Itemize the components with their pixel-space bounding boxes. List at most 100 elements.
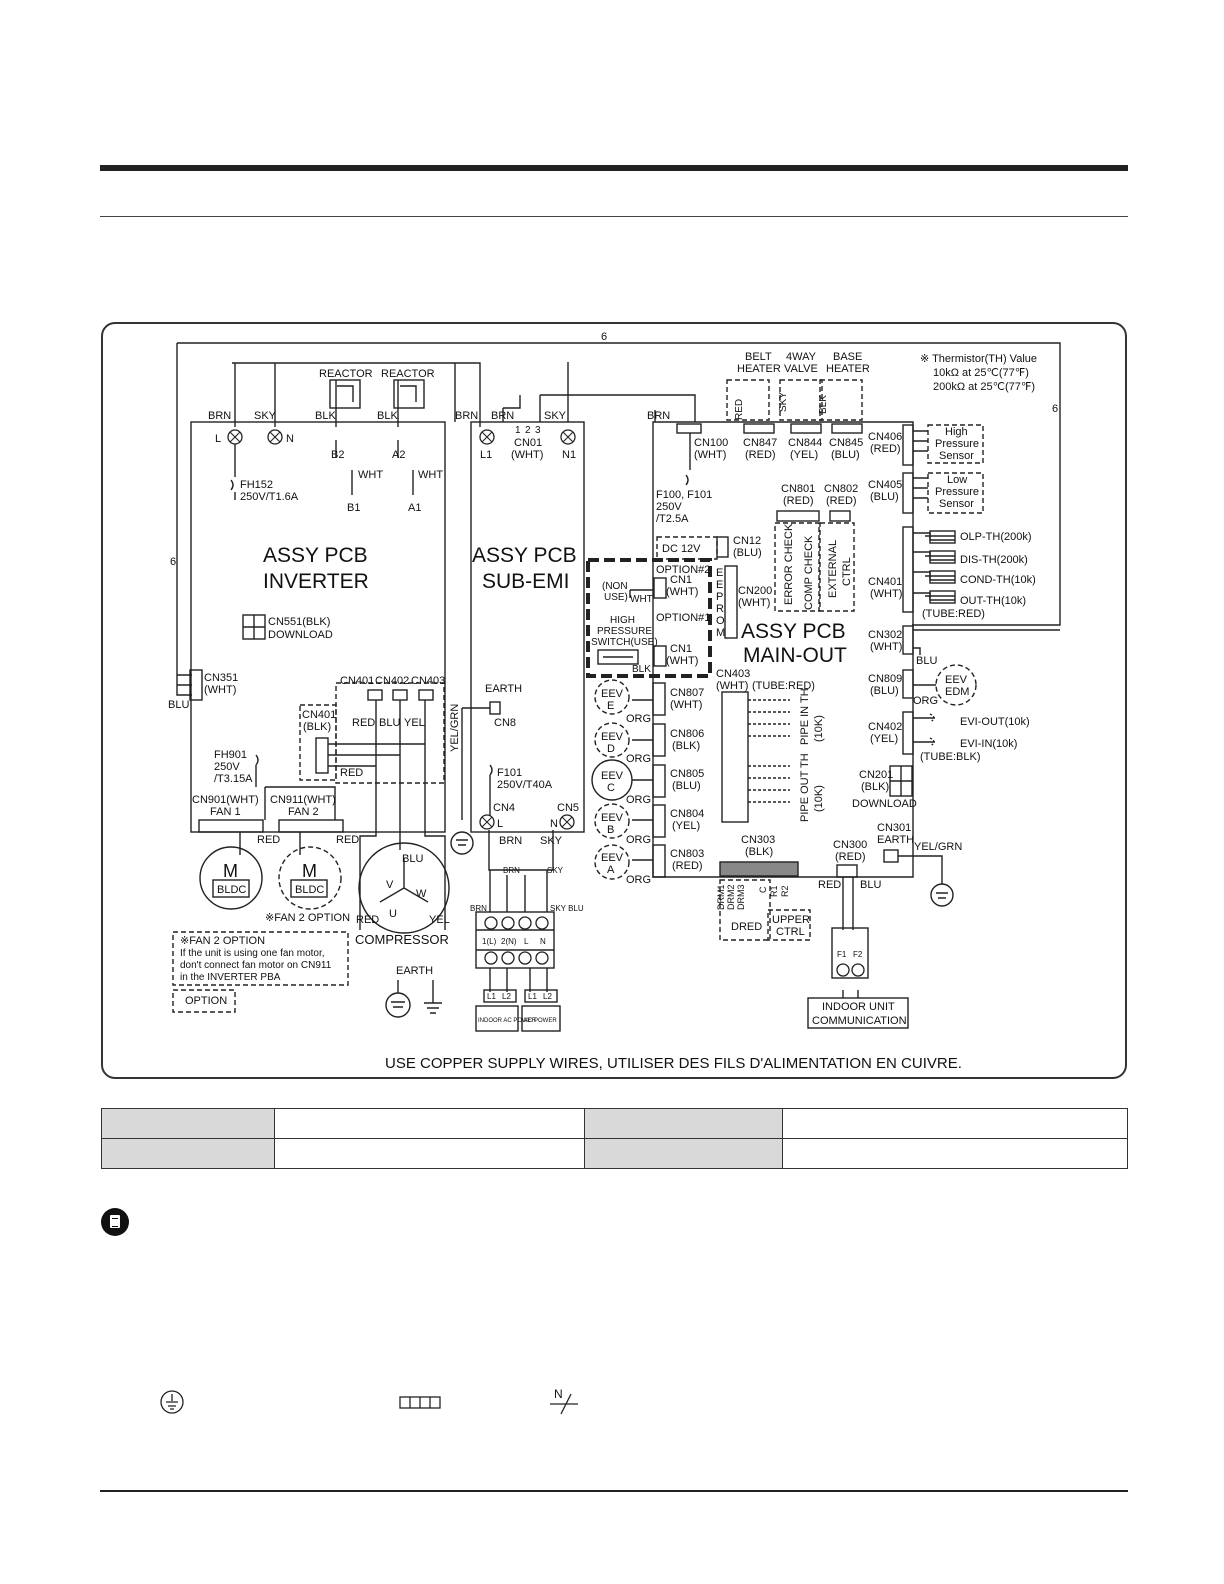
subemi-title-2: SUB-EMI (482, 570, 570, 593)
subemi-l: L (497, 818, 503, 830)
subemi-sky-out: SKY (540, 835, 563, 847)
table-cell (101, 1108, 275, 1139)
cn402-mo-color: (YEL) (870, 733, 898, 745)
tb-label-n: N (540, 937, 546, 946)
drm-r1: R1 (769, 885, 779, 897)
f100-r1: 250V (656, 501, 682, 513)
evi-out: EVI-OUT(10k) (960, 716, 1030, 728)
thermistor-title: ※ Thermistor(TH) Value (920, 353, 1037, 365)
eev-e: E (607, 700, 614, 712)
subemi-yelgrn: YEL/GRN (449, 704, 461, 752)
cn401-mo-label: CN401 (868, 576, 902, 588)
eev-b: B (607, 824, 614, 836)
fuse-fh901: FH901 (214, 749, 247, 761)
pipe-out-10k: (10K) (813, 785, 825, 812)
cn911-label: CN911(WHT) (270, 794, 336, 806)
cn405-label: CN405 (868, 479, 902, 491)
subemi-cn4: CN4 (493, 802, 515, 814)
cn911-sub: FAN 2 (288, 806, 319, 818)
reactor-2-label: REACTOR (381, 368, 435, 380)
table-cell (584, 1138, 783, 1169)
edm-eev: EEV (945, 674, 968, 686)
fuse-fh152: FH152 (240, 479, 273, 491)
subemi-title-1: ASSY PCB (472, 544, 577, 567)
drm2: DRM2 (726, 884, 736, 910)
hp-switch-1: HIGH (610, 615, 635, 626)
subemi-n1: N1 (562, 449, 576, 461)
cn806-color: (BLK) (672, 740, 700, 752)
cn301-label: CN301 (877, 822, 911, 834)
terminal-a2: A2 (392, 449, 405, 461)
cn806-label: CN806 (670, 728, 704, 740)
subemi-n: N (550, 818, 558, 830)
cn809-color: (BLU) (870, 685, 899, 697)
eeprom-r: R (716, 603, 724, 615)
wire-blk-1: BLK (315, 410, 336, 422)
eev-d-org: ORG (626, 753, 651, 765)
wire-blu: BLU (168, 699, 189, 711)
subemi-board (470, 421, 585, 833)
tube-blk: (TUBE:BLK) (920, 751, 981, 763)
tb-label-l: L (524, 937, 529, 946)
fan2-motor-m: M (302, 861, 317, 881)
compressor-label: COMPRESSOR (355, 932, 449, 947)
eev-b-org: ORG (626, 834, 651, 846)
comp-red: RED (356, 914, 379, 926)
dis-th: DIS-TH(200k) (960, 554, 1028, 566)
subemi-brn-out: BRN (499, 835, 522, 847)
earth-ground-icon (160, 1390, 184, 1414)
table-cell (274, 1138, 585, 1169)
inverter-title-1: ASSY PCB (263, 544, 368, 567)
cn804-label: CN804 (670, 808, 704, 820)
cn303-color: (BLK) (745, 846, 773, 858)
indoor-comm-label: COMMUNICATION (812, 1015, 907, 1027)
option-box-l3: in the INVERTER PBA (180, 972, 281, 983)
option-cn1-color: (WHT) (666, 586, 698, 598)
cn845-label: CN845 (829, 437, 863, 449)
wire-red-2: RED (257, 834, 280, 846)
tb-p1: L1 (487, 992, 496, 1001)
wire-count-n: N (554, 1387, 563, 1401)
eeprom-p: P (716, 591, 723, 603)
subemi-cn8: CN8 (494, 717, 516, 729)
tube-red-2: (TUBE:RED) (752, 680, 815, 692)
footer-rule (100, 1490, 1128, 1492)
base-heater-1: BASE (833, 351, 862, 363)
cn847-label: CN847 (743, 437, 777, 449)
wire-brn: BRN (208, 410, 231, 422)
thermistor-200k: 200kΩ at 25℃(77℉) (933, 381, 1035, 393)
inverter-title-2: INVERTER (263, 570, 369, 593)
table-row (101, 1108, 1128, 1139)
eev-d-label: EEV (601, 731, 624, 743)
cn801-color: (RED) (783, 495, 814, 507)
belt-heater-2: HEATER (737, 363, 781, 375)
tb-p3: L1 (528, 992, 537, 1001)
eev-a-org: ORG (626, 874, 651, 886)
hp-sensor-2: Pressure (935, 438, 979, 450)
hp-sensor-3: Sensor (939, 450, 974, 462)
olp-th: OLP-TH(200k) (960, 531, 1032, 543)
hp-switch-3: SWITCH(USE) (591, 637, 658, 648)
compressor-circle (358, 842, 450, 934)
cn303-label: CN303 (741, 834, 775, 846)
cond-th: COND-TH(10k) (960, 574, 1036, 586)
cn802-label: CN802 (824, 483, 858, 495)
edm-org: ORG (913, 695, 938, 707)
comp-u: U (389, 908, 397, 920)
option-cn1: CN1 (670, 574, 692, 586)
fan1-bldc: BLDC (217, 884, 246, 896)
cn301-earth: EARTH (877, 834, 914, 846)
cn807-color: (WHT) (670, 699, 702, 711)
terminal-b2: B2 (331, 449, 344, 461)
cn100-label: CN100 (694, 437, 728, 449)
cn302-color: (WHT) (870, 641, 902, 653)
tb-p2: L2 (502, 992, 511, 1001)
cn551-sub: DOWNLOAD (268, 629, 333, 641)
cn201-label: CN201 (859, 769, 893, 781)
cn405-color: (BLU) (870, 491, 899, 503)
base-heater-2: HEATER (826, 363, 870, 375)
comp-check-label: COMP CHECK (803, 535, 815, 610)
eev-d: D (607, 743, 615, 755)
cn100-color: (WHT) (694, 449, 726, 461)
reactor-1-label: REACTOR (319, 368, 373, 380)
